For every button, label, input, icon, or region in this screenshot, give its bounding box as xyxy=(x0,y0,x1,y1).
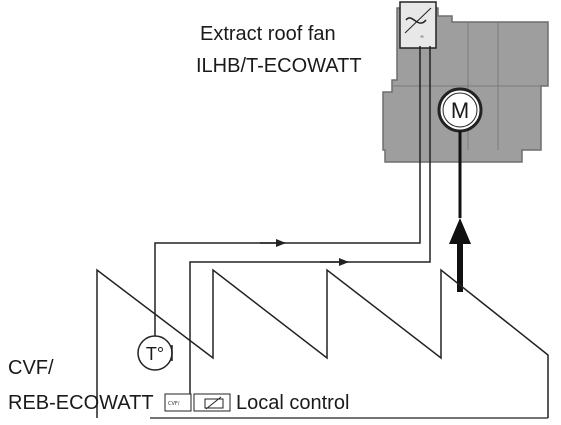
sawtooth-roof-building xyxy=(96,268,549,418)
fan-title-line2: ILHB/T-ECOWATT xyxy=(196,55,362,77)
motor-icon: M xyxy=(437,87,483,133)
controller-label-line2: REB-ECOWATT xyxy=(8,392,154,414)
control-wiring xyxy=(154,46,431,394)
temperature-sensor-icon: T° xyxy=(137,335,173,371)
local-control-box-text: CVF/ xyxy=(168,401,180,407)
speed-controller-icon: ≈ xyxy=(399,1,437,49)
extract-airflow-arrow xyxy=(449,131,471,292)
controller-label-line1: CVF/ xyxy=(8,357,54,379)
svg-text:≈: ≈ xyxy=(420,34,424,40)
sensor-letter: T° xyxy=(146,344,164,364)
fan-title-line1: Extract roof fan xyxy=(200,23,336,45)
motor-letter: M xyxy=(451,98,469,123)
local-control-label: Local control xyxy=(236,392,349,414)
local-control-switch-icon: CVF/ xyxy=(164,393,231,412)
